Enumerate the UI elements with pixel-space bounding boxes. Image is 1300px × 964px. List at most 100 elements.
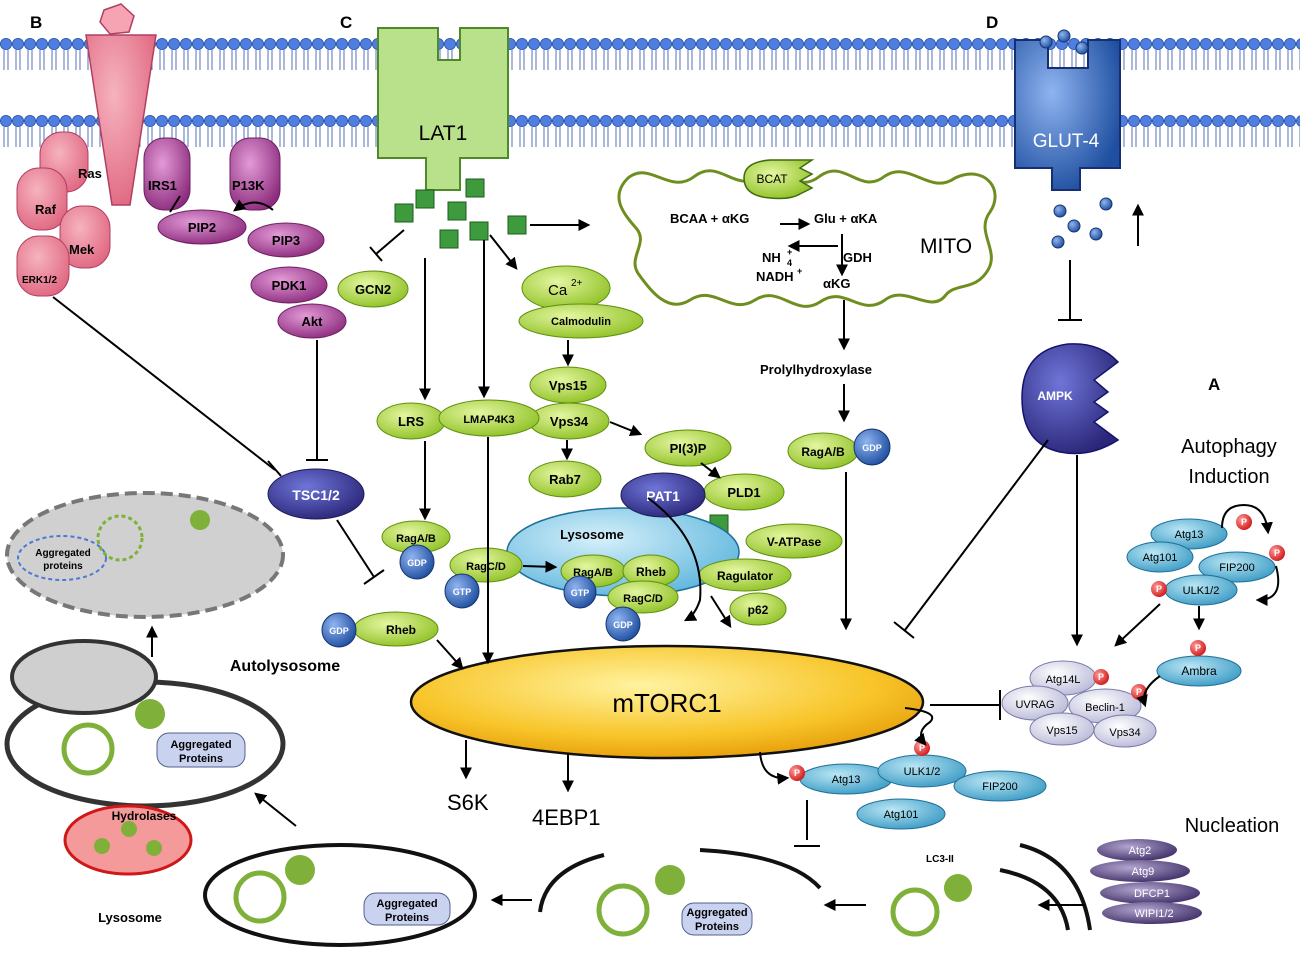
node-ambra: Ambra [1156, 655, 1242, 687]
svg-text:P: P [919, 743, 925, 753]
node-vps34-c: Vps34 [528, 402, 610, 440]
svg-text:P: P [1195, 643, 1201, 653]
svg-text:BCAT: BCAT [756, 172, 788, 186]
node-rheb-cyto: Rheb [353, 611, 439, 647]
svg-text:P: P [1274, 548, 1280, 558]
node-raga-b-right: RagA/B [787, 432, 859, 470]
phagophore: LC3-II [890, 843, 1092, 937]
svg-text:+: + [787, 247, 792, 257]
svg-text:PI(3)P: PI(3)P [670, 441, 707, 456]
panel-label-a: A [1208, 375, 1220, 394]
svg-text:RagC/D: RagC/D [466, 561, 506, 573]
svg-text:Aggregated: Aggregated [170, 739, 231, 751]
svg-text:P13K: P13K [232, 178, 265, 193]
lat1-transporter: LAT1 [377, 27, 509, 191]
svg-text:UVRAG: UVRAG [1015, 699, 1054, 711]
nh4-text: NH [762, 250, 781, 265]
svg-text:PDK1: PDK1 [272, 278, 307, 293]
node-raf: Raf [16, 167, 68, 231]
induction-label: Induction [1188, 466, 1269, 488]
node-ragc-d-cyto: RagC/D [449, 547, 523, 583]
svg-text:+: + [797, 266, 802, 276]
svg-text:P: P [1241, 517, 1247, 527]
pathway-arrows [52, 195, 1280, 911]
glut4-transporter: GLUT-4 [1014, 39, 1121, 191]
svg-text:AMPK: AMPK [1037, 389, 1073, 403]
receptor [85, 3, 157, 206]
node-akt: Akt [277, 303, 347, 339]
node-erk: ERK1/2 [16, 235, 70, 297]
svg-text:Akt: Akt [302, 314, 324, 329]
lat1-label: LAT1 [419, 122, 468, 145]
svg-text:V-ATPase: V-ATPase [767, 535, 822, 549]
svg-text:Beclin-1: Beclin-1 [1085, 702, 1125, 714]
node-pdk1: PDK1 [250, 266, 328, 304]
svg-text:PIP2: PIP2 [188, 220, 216, 235]
node-ca: Ca 2+ [521, 265, 611, 311]
svg-text:FIP200: FIP200 [1219, 562, 1254, 574]
node-pi3p: PI(3)P [644, 429, 732, 467]
svg-text:Mek: Mek [69, 242, 95, 257]
node-ampk: AMPK [1021, 343, 1120, 455]
svg-text:Lysosome: Lysosome [560, 527, 624, 542]
glut4-label: GLUT-4 [1033, 131, 1100, 152]
autolysosome-label: Autolysosome [230, 658, 340, 675]
svg-text:P: P [1136, 687, 1142, 697]
svg-text:Proteins: Proteins [179, 753, 223, 765]
node-ragc-d-lyso: RagC/D [607, 580, 679, 614]
svg-text:GDP: GDP [329, 626, 349, 636]
bcaa-text: BCAA + αKG [670, 211, 749, 226]
svg-text:Rheb: Rheb [386, 623, 416, 637]
svg-text:WIPI1/2: WIPI1/2 [1134, 908, 1173, 920]
gdp-badge-right: GDP [853, 428, 891, 466]
node-pip2: PIP2 [157, 209, 247, 245]
mtorc1-complex: mTORC1 [409, 644, 925, 760]
svg-text:IRS1: IRS1 [148, 178, 177, 193]
ulk-complex-top: Atg13 Atg101 FIP200 ULK1/2 [1126, 518, 1276, 606]
node-gcn2: GCN2 [337, 270, 409, 308]
svg-text:DFCP1: DFCP1 [1134, 888, 1170, 900]
nucleation-proteins: Atg2 Atg9 DFCP1 WIPI1/2 [1090, 839, 1202, 924]
svg-text:Aggregated: Aggregated [35, 548, 91, 559]
autophagosome-forming: Aggregated Proteins [538, 848, 822, 937]
node-mek: Mek [59, 205, 111, 269]
node-tsc: TSC1/2 [267, 468, 365, 520]
svg-text:Atg9: Atg9 [1132, 866, 1155, 878]
svg-text:Ras: Ras [78, 166, 102, 181]
node-rab7: Rab7 [528, 460, 602, 498]
svg-text:4: 4 [787, 258, 792, 268]
ulk-complex-bottom: Atg13 ULK1/2 FIP200 Atg101 [799, 754, 1047, 830]
svg-text:PLD1: PLD1 [727, 485, 760, 500]
svg-text:P: P [1156, 584, 1162, 594]
node-ragulator: Ragulator [698, 558, 792, 592]
svg-text:PIP3: PIP3 [272, 233, 300, 248]
node-pi3k: P13K [229, 137, 281, 211]
svg-text:ERK1/2: ERK1/2 [22, 275, 57, 286]
svg-text:GDP: GDP [613, 620, 633, 630]
node-calmodulin: Calmodulin [518, 303, 644, 339]
panel-label-d: D [986, 13, 998, 32]
node-lmap4k3: LMAP4K3 [438, 399, 540, 437]
svg-text:Atg14L: Atg14L [1046, 674, 1081, 686]
node-irs1: IRS1 [143, 137, 191, 211]
svg-text:Vps34: Vps34 [550, 414, 589, 429]
lysosome-small: Hydrolases Lysosome [63, 804, 193, 925]
svg-text:LC3-II: LC3-II [926, 854, 954, 865]
gdh-text: GDH [843, 250, 872, 265]
panel-label-b: B [30, 13, 42, 32]
svg-text:Vps15: Vps15 [549, 378, 587, 393]
svg-text:Rheb: Rheb [636, 565, 666, 579]
svg-text:FIP200: FIP200 [982, 781, 1017, 793]
svg-text:Atg101: Atg101 [1143, 552, 1178, 564]
node-vatpase: V-ATPase [745, 523, 843, 559]
svg-text:GDP: GDP [407, 558, 427, 568]
degraded-vesicle: Aggregated proteins [5, 491, 285, 619]
nadh-text: NADH [756, 269, 794, 284]
mtorc1-label: mTORC1 [612, 688, 721, 718]
svg-text:Raf: Raf [35, 202, 57, 217]
ligand-hexagon [99, 3, 135, 35]
svg-text:Atg13: Atg13 [1175, 529, 1204, 541]
akg-text: αKG [823, 276, 851, 291]
svg-text:Aggregated: Aggregated [376, 898, 437, 910]
